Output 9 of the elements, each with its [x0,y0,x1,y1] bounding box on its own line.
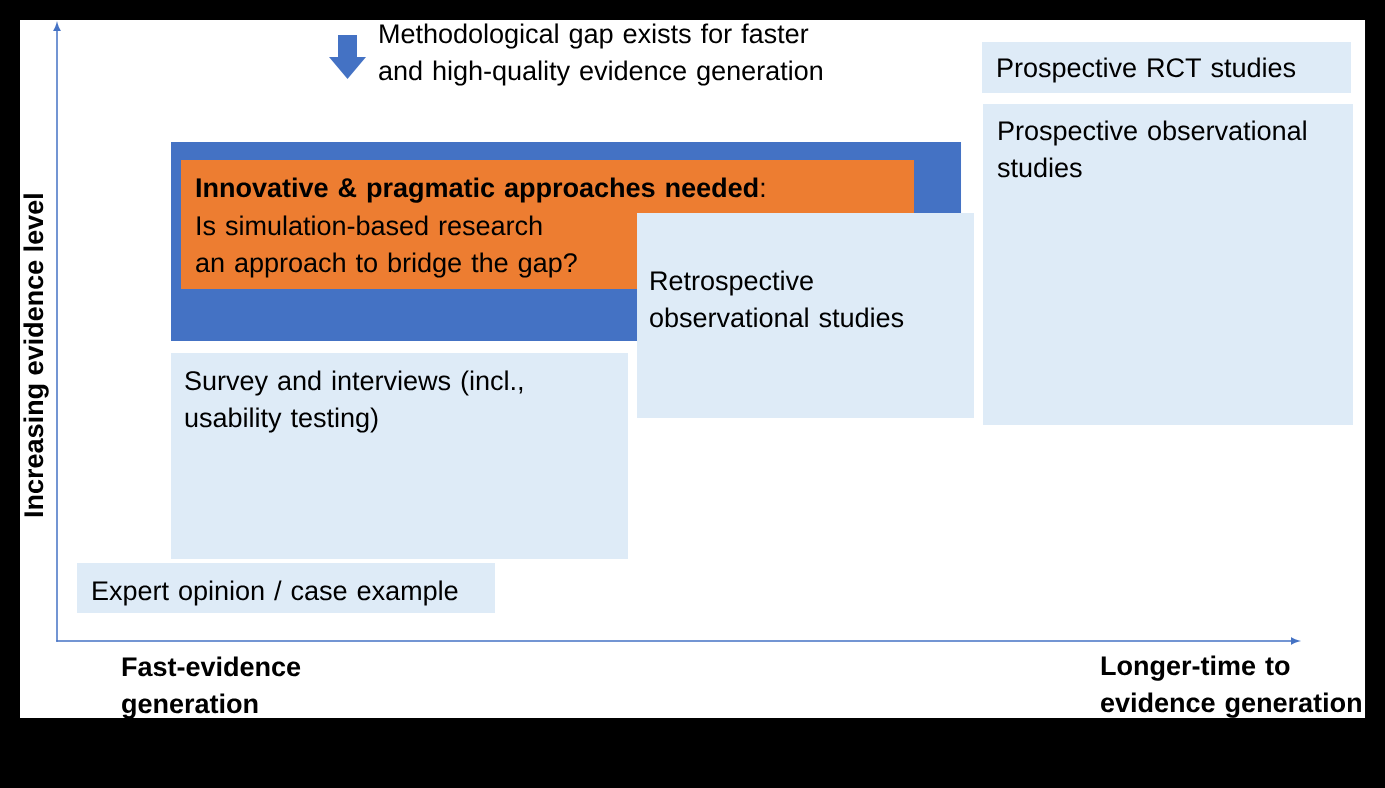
category-box: Survey and interviews (incl., usability testing) [171,353,628,559]
axis-label: Fast-evidence generation [122,656,301,719]
axis-label: Longer-time to evidence generation [1101,655,1361,718]
axis-label: Increasing evidence level [23,194,49,517]
category-box: Prospective RCT studies [982,42,1352,93]
category-box: Expert opinion / case example [77,563,495,613]
category-box: Prospective observational studies [983,104,1354,425]
category-box: Retrospective observational studies [637,213,974,418]
note-text: Methodological gap exists for faster and high-quality evidence generation [379,23,822,86]
